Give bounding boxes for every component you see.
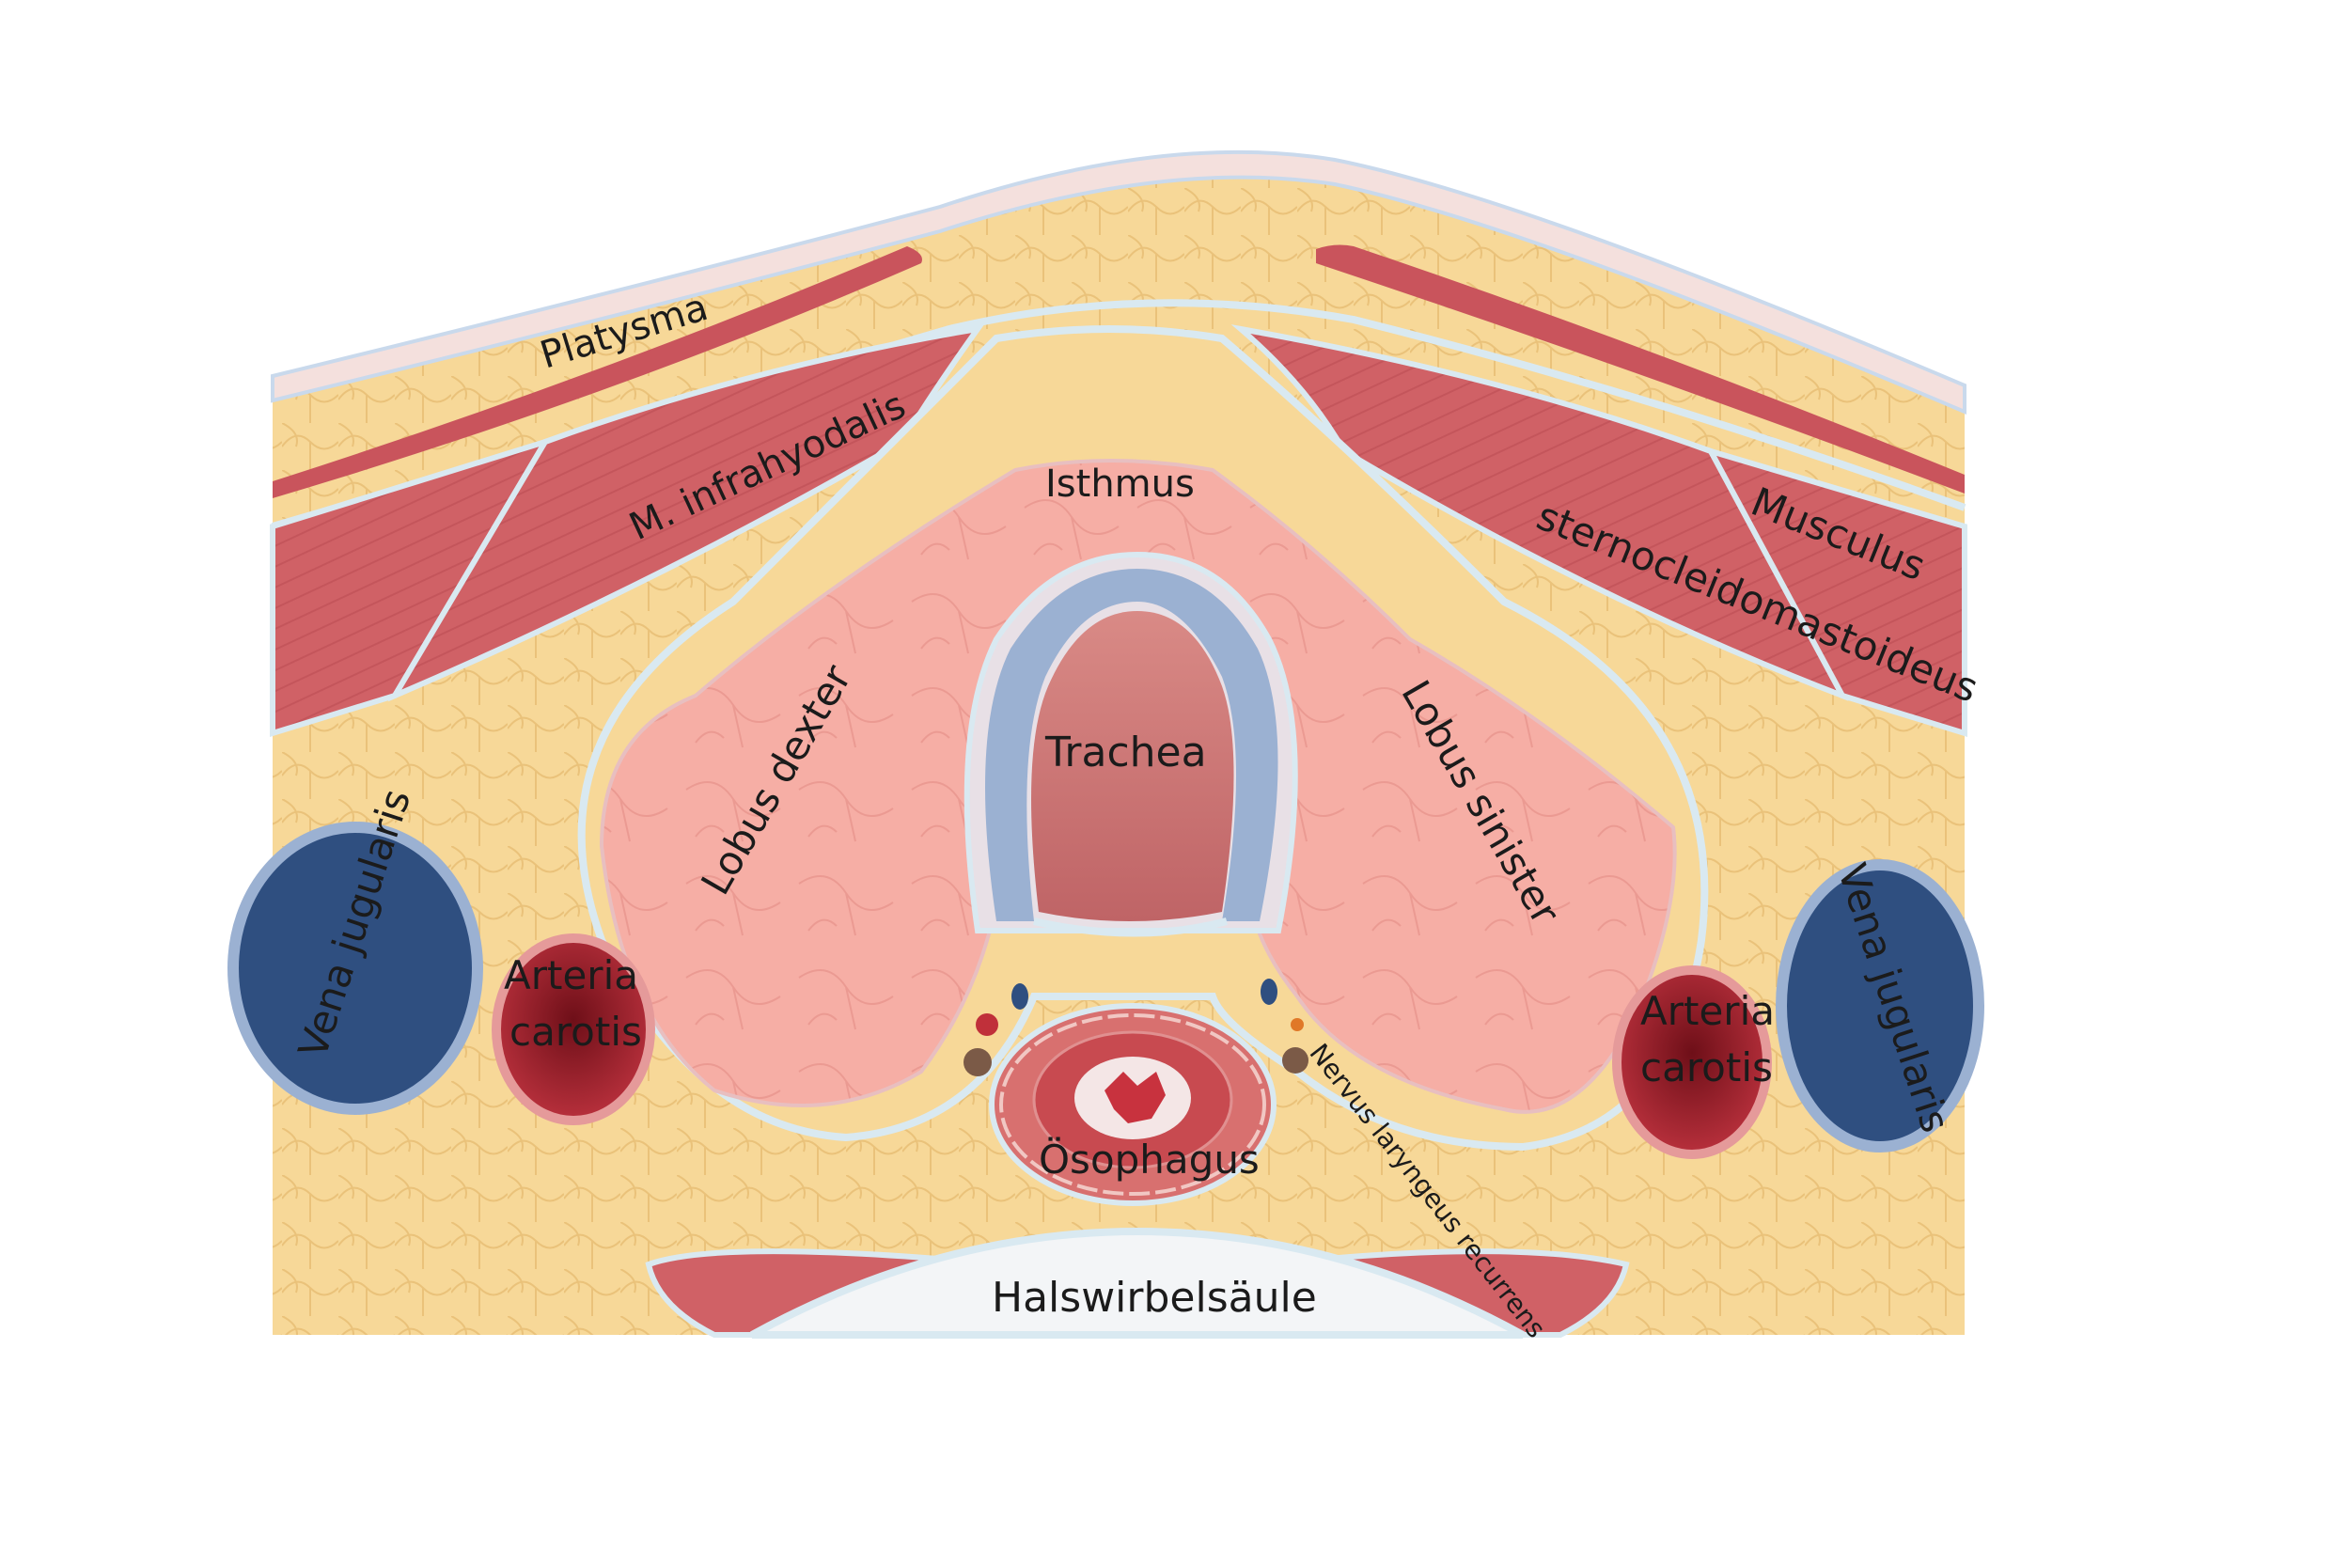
label-carotid-right-2: carotis (509, 1009, 642, 1055)
nerve-left (1282, 1047, 1308, 1074)
label-isthmus: Isthmus (1045, 463, 1195, 506)
esophagus-lumen (1104, 1072, 1166, 1123)
platysma-left-muscle (1316, 244, 1965, 494)
label-carotid-right-1: Arteria (504, 952, 638, 998)
small-artery-right (976, 1013, 998, 1036)
carotid-artery-right (492, 933, 655, 1125)
cervical-spine (750, 1227, 1525, 1339)
small-artery-left (1291, 1018, 1304, 1031)
infrahyoid-left-muscle (1230, 324, 1849, 701)
platysma-right-muscle (273, 246, 922, 498)
trachea-membrane (1033, 917, 1229, 937)
carotid-artery-left (1612, 965, 1772, 1159)
nerve-right (964, 1048, 992, 1076)
label-carotid-left-1: Arteria (1640, 988, 1775, 1034)
small-vein-right (1011, 983, 1028, 1010)
jugular-vein-left (1776, 859, 1984, 1152)
scm-left-muscle (1704, 447, 1967, 738)
esophagus-wall-segments (999, 1013, 1266, 1196)
small-vein-left (1261, 979, 1277, 1005)
label-trachea: Trachea (1044, 729, 1207, 776)
trachea-ring (985, 569, 1278, 921)
label-spine: Halswirbelsäule (992, 1274, 1317, 1322)
trachea-lumen (1031, 611, 1234, 921)
skin-layer (271, 149, 1966, 416)
label-carotid-left-2: carotis (1640, 1044, 1773, 1090)
label-esophagus: Ösophagus (1039, 1136, 1260, 1183)
jugular-vein-right (227, 822, 483, 1115)
